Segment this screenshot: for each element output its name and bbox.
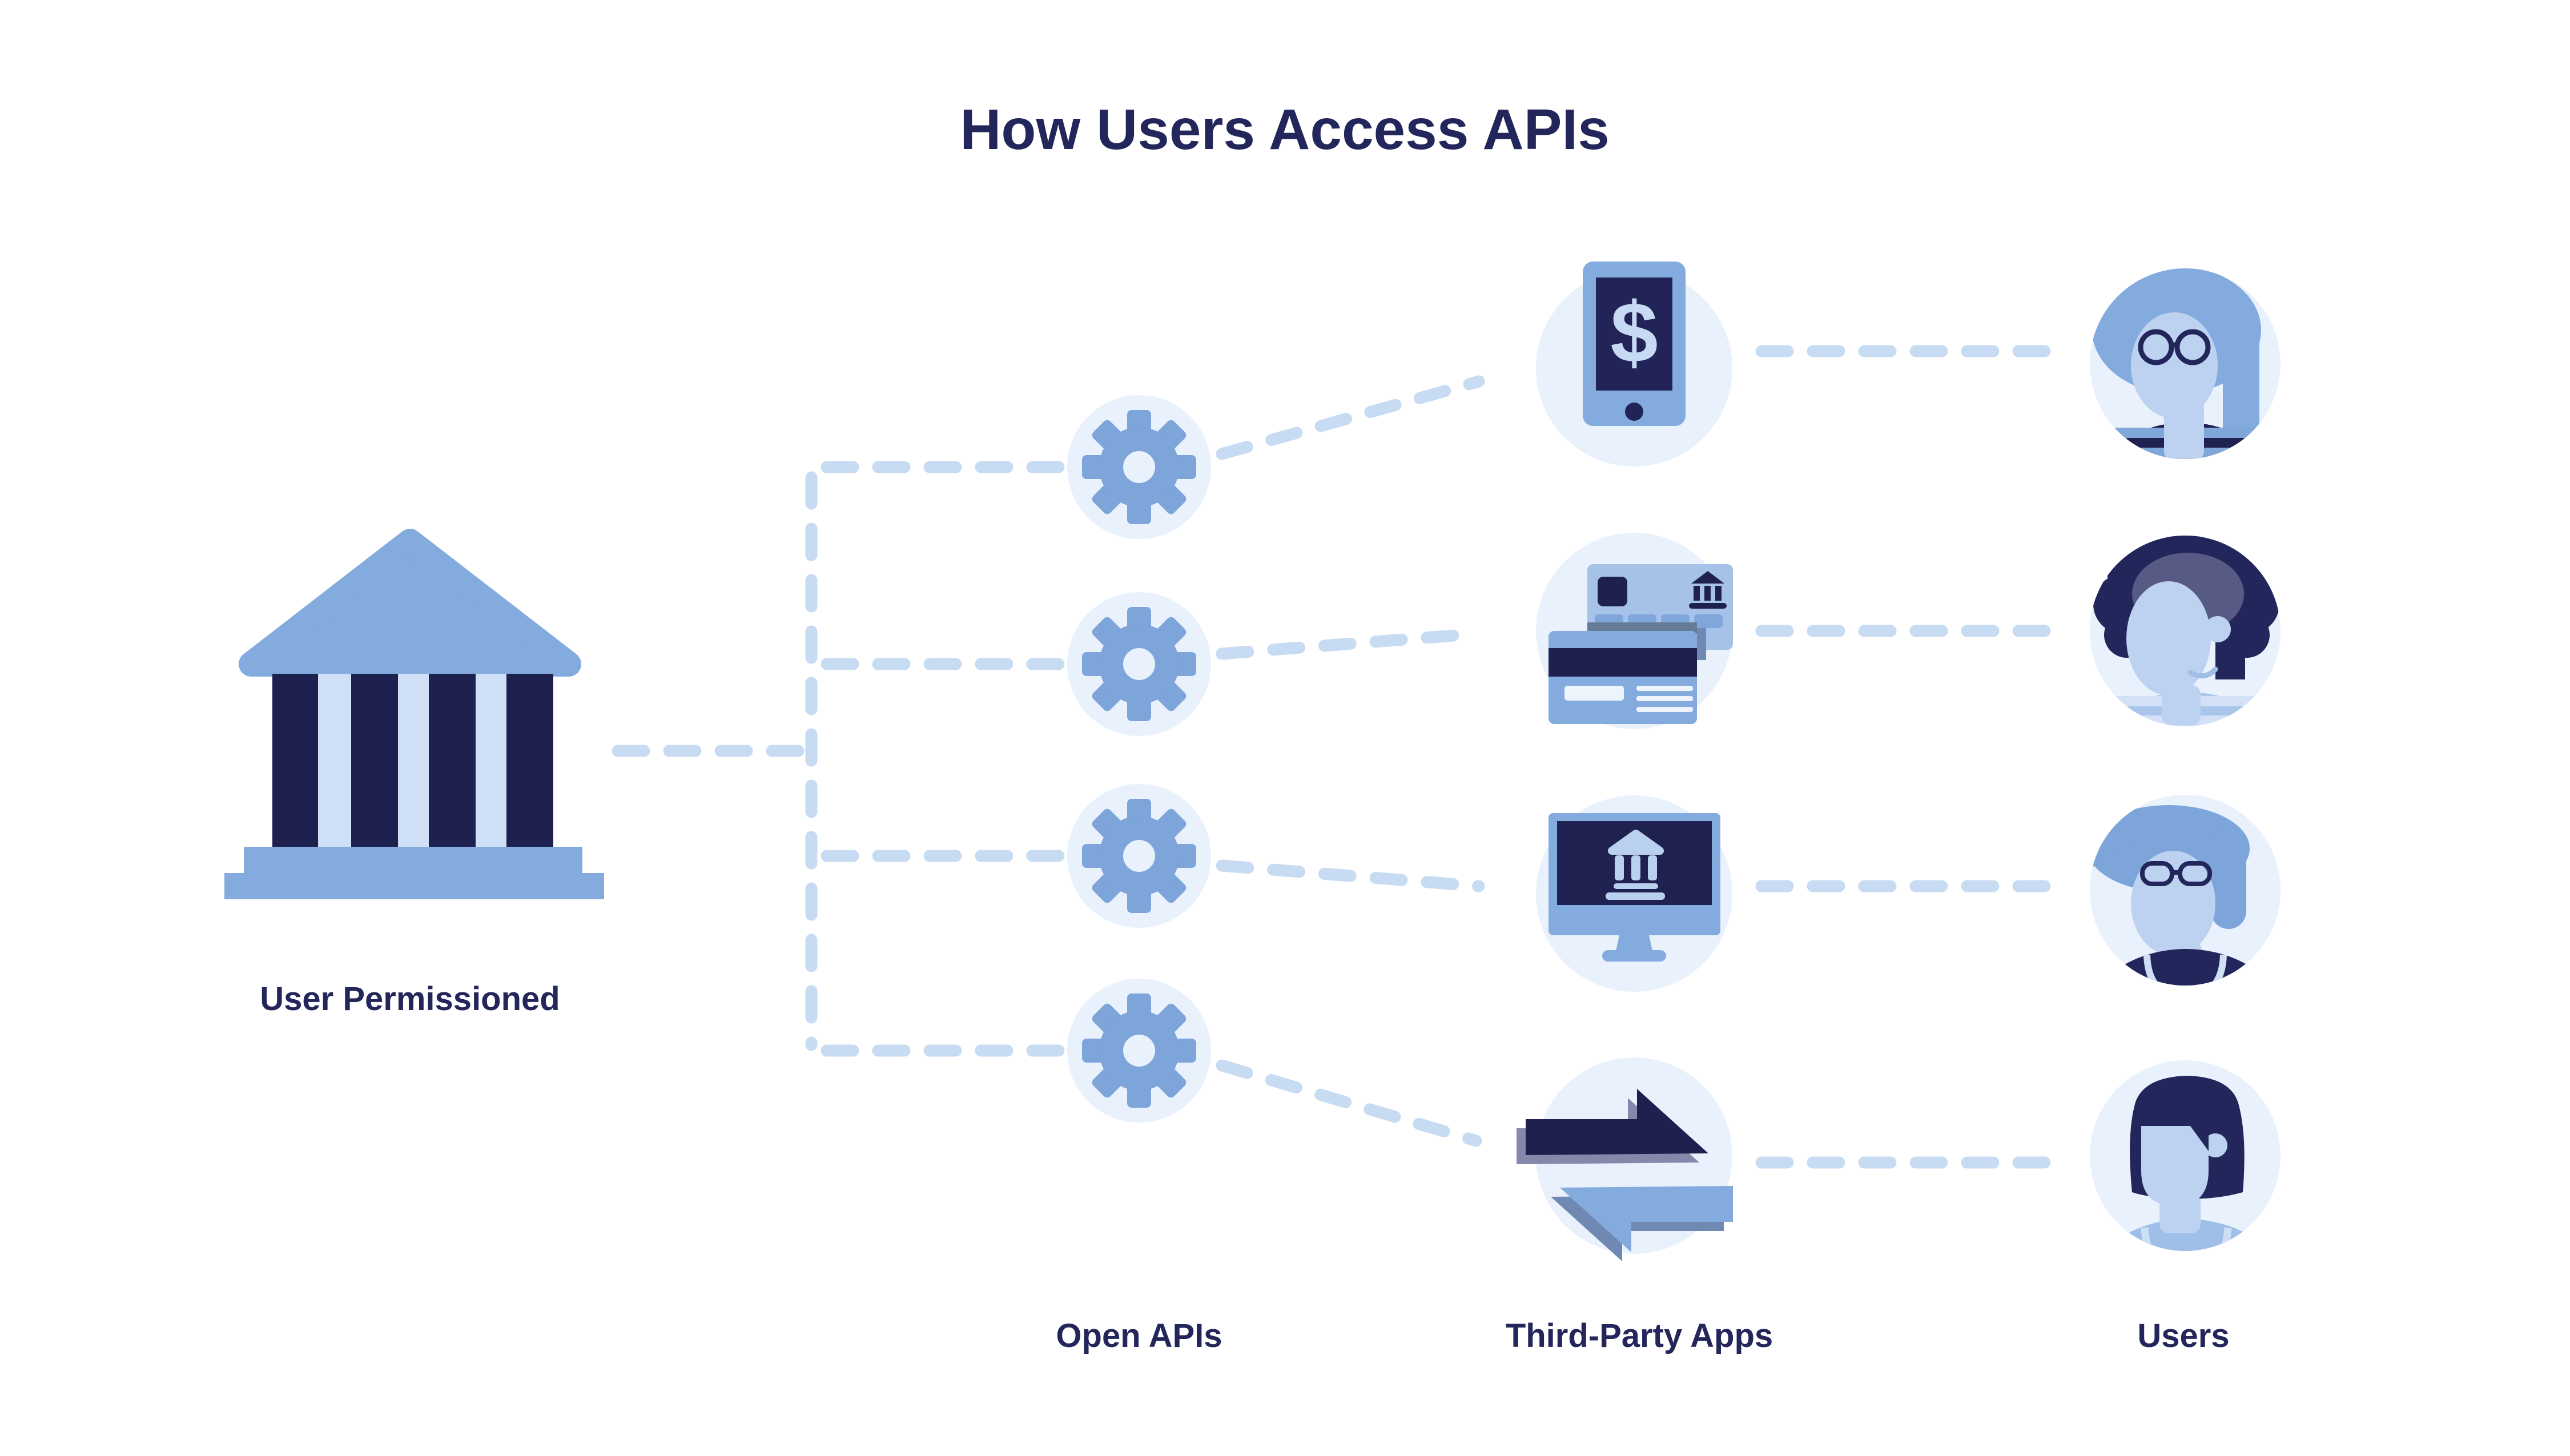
connector-gear3-monitor <box>1216 859 1485 892</box>
api-gear-icon-3 <box>1067 784 1211 928</box>
bank-building-icon <box>224 529 604 899</box>
mobile-payment-phone-icon: $ <box>1536 262 1732 466</box>
card-bank-logo-icon <box>1689 571 1727 609</box>
api-gear-icon-2 <box>1067 592 1211 736</box>
api-gear-icon-4 <box>1067 979 1211 1123</box>
api-gear-icon-1 <box>1067 395 1211 539</box>
credit-cards-icon <box>1536 533 1733 729</box>
round-glasses-icon <box>2138 329 2211 365</box>
label-open-apis: Open APIs <box>1056 1317 1222 1354</box>
connector-gear1-phone <box>1216 375 1485 460</box>
label-users: Users <box>2137 1317 2230 1354</box>
label-third-party-apps: Third-Party Apps <box>1505 1317 1773 1354</box>
rect-glasses-icon <box>2140 861 2212 886</box>
online-banking-monitor-icon <box>1536 795 1732 992</box>
label-user-permissioned: User Permissioned <box>260 980 560 1017</box>
dashed-connectors <box>612 345 2053 1169</box>
connector-gear4-arrows <box>1216 1059 1482 1147</box>
user-avatar-afro <box>2090 536 2281 726</box>
user-avatar-swoop-glasses <box>2090 795 2281 986</box>
user-avatar-glasses <box>2090 268 2281 459</box>
connector-gear2-cards <box>1216 628 1482 660</box>
transfer-arrows-icon <box>1517 1057 1733 1261</box>
user-avatar-bob <box>2090 1060 2281 1251</box>
page-title: How Users Access APIs <box>960 98 1610 162</box>
screen-bank-glyph-icon <box>1606 830 1665 900</box>
dollar-sign-glyph: $ <box>1610 284 1658 380</box>
